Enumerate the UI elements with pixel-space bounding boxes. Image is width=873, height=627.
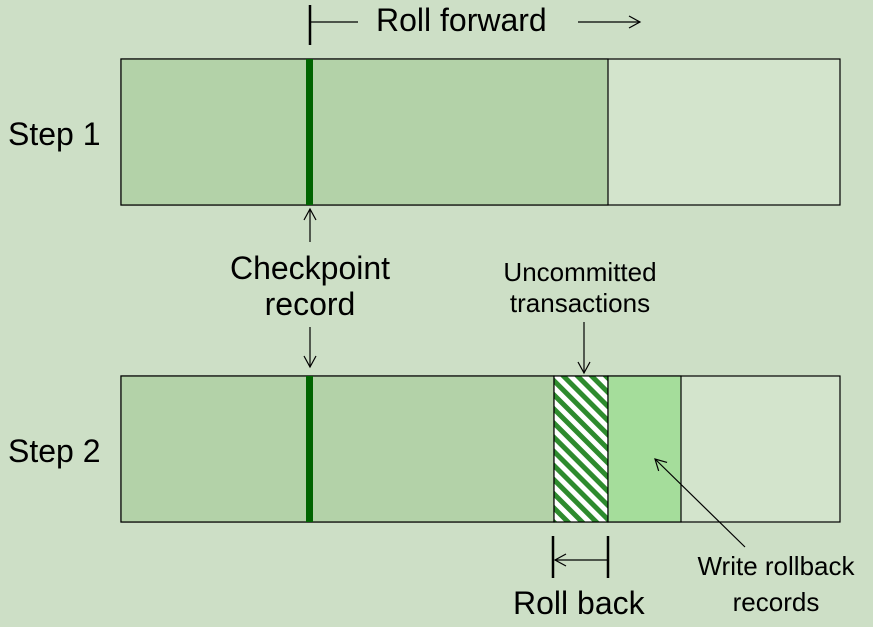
step2-log-processed bbox=[120, 375, 555, 523]
step2-checkpoint-marker bbox=[306, 376, 313, 522]
step1-log-bar bbox=[120, 58, 841, 206]
write-rollback-label-line2: records bbox=[732, 587, 820, 617]
step2-uncommitted-segment bbox=[553, 375, 609, 523]
write-rollback-arrow bbox=[654, 458, 746, 548]
write-rollback-label-line1: Write rollback bbox=[697, 551, 855, 581]
roll-forward-label: Roll forward bbox=[376, 2, 547, 38]
uncommitted-label-line1: Uncommitted bbox=[503, 257, 657, 287]
checkpoint-label-line1: Checkpoint bbox=[229, 250, 391, 286]
step2-label: Step 2 bbox=[8, 433, 101, 469]
uncommitted-label-line2: transactions bbox=[509, 288, 651, 318]
step1-label: Step 1 bbox=[8, 116, 101, 152]
step2-rollback-records-segment bbox=[607, 375, 682, 523]
step2-log-bar bbox=[120, 375, 841, 523]
roll-back-label: Roll back bbox=[513, 585, 645, 621]
checkpoint-label-line2: record bbox=[264, 286, 356, 322]
step1-log-processed bbox=[120, 58, 609, 206]
step1-checkpoint-marker bbox=[306, 59, 313, 205]
